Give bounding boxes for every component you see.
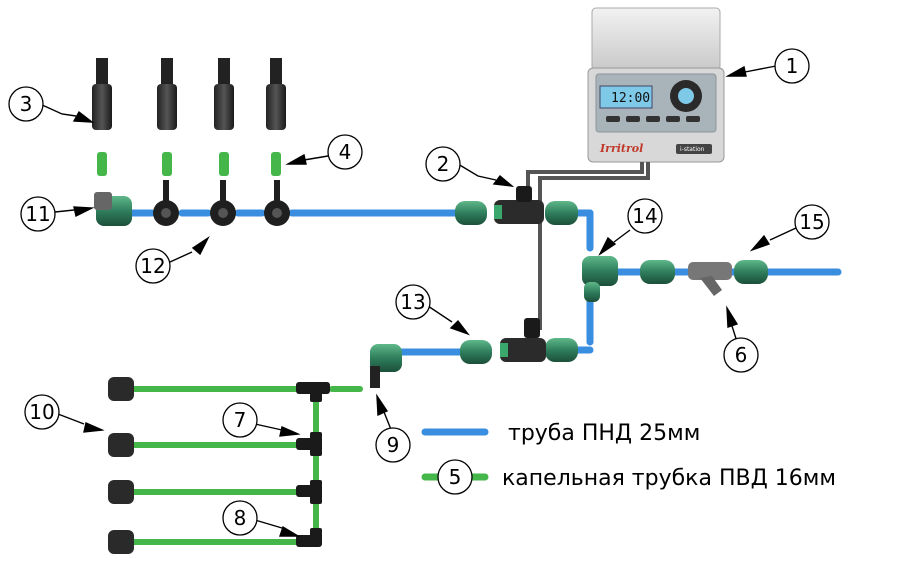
callout-5: 5 xyxy=(437,459,473,495)
drip-end-plugs-10 xyxy=(108,377,134,554)
callout-13: 13 xyxy=(395,284,431,320)
filter-6 xyxy=(688,262,732,296)
tee-fitting-14 xyxy=(582,256,618,302)
controller-display: 12:00 xyxy=(611,91,650,106)
compression-couplings xyxy=(455,201,768,364)
svg-text:3: 3 xyxy=(20,92,33,116)
svg-text:9: 9 xyxy=(387,433,400,457)
svg-text:5: 5 xyxy=(449,465,462,489)
drip-fittings xyxy=(296,382,330,547)
svg-text:11: 11 xyxy=(25,202,50,226)
sprinkler-2 xyxy=(157,58,177,176)
svg-text:14: 14 xyxy=(632,204,657,228)
callout-8: 8 xyxy=(222,500,258,536)
hdpe-pipe-network xyxy=(128,209,842,356)
svg-text:6: 6 xyxy=(735,343,748,367)
sprinkler-3 xyxy=(214,58,234,176)
legend-drip-label: капельная трубка ПВД 16мм xyxy=(502,466,836,491)
sprinkler-heads xyxy=(92,58,286,176)
callout-15: 15 xyxy=(794,204,830,240)
svg-text:2: 2 xyxy=(437,152,450,176)
svg-text:1: 1 xyxy=(786,54,799,78)
elbow-fitting-11 xyxy=(94,192,132,226)
callout-3: 3 xyxy=(8,86,44,122)
svg-text:8: 8 xyxy=(234,506,247,530)
callout-14: 14 xyxy=(627,198,663,234)
svg-text:7: 7 xyxy=(234,408,247,432)
legend: труба ПНД 25мм 5 капельная трубка ПВД 16… xyxy=(421,421,836,495)
elbow-fitting-9 xyxy=(370,344,402,388)
svg-text:12: 12 xyxy=(140,254,165,278)
controller-brand: Irritrol xyxy=(599,142,643,155)
svg-text:10: 10 xyxy=(29,400,54,424)
saddle-clamps-12 xyxy=(153,180,290,226)
drip-tube-network xyxy=(131,386,363,545)
control-wires xyxy=(526,162,650,330)
solenoid-valve-13 xyxy=(500,318,546,362)
callout-9: 9 xyxy=(375,427,411,463)
controller-model: i-station xyxy=(680,146,705,153)
legend-hdpe-label: труба ПНД 25мм xyxy=(508,421,700,446)
sprinkler-1 xyxy=(92,58,112,176)
svg-text:4: 4 xyxy=(339,140,352,164)
callout-12: 12 xyxy=(135,248,171,284)
sprinkler-4 xyxy=(266,58,286,176)
callout-1: 1 xyxy=(774,48,810,84)
callout-10: 10 xyxy=(24,394,60,430)
callouts: 1 2 3 4 6 7 8 9 10 11 12 13 14 15 xyxy=(8,48,830,536)
callout-4: 4 xyxy=(327,134,363,170)
callout-6: 6 xyxy=(723,337,759,373)
callout-7: 7 xyxy=(222,402,258,438)
svg-text:13: 13 xyxy=(400,290,425,314)
callout-leaders xyxy=(39,65,797,537)
callout-11: 11 xyxy=(20,196,56,232)
callout-2: 2 xyxy=(425,146,461,182)
solenoid-valve-2 xyxy=(494,186,544,224)
svg-text:15: 15 xyxy=(799,210,824,234)
irrigation-controller: 12:00 Irritrol i-station xyxy=(587,7,725,163)
